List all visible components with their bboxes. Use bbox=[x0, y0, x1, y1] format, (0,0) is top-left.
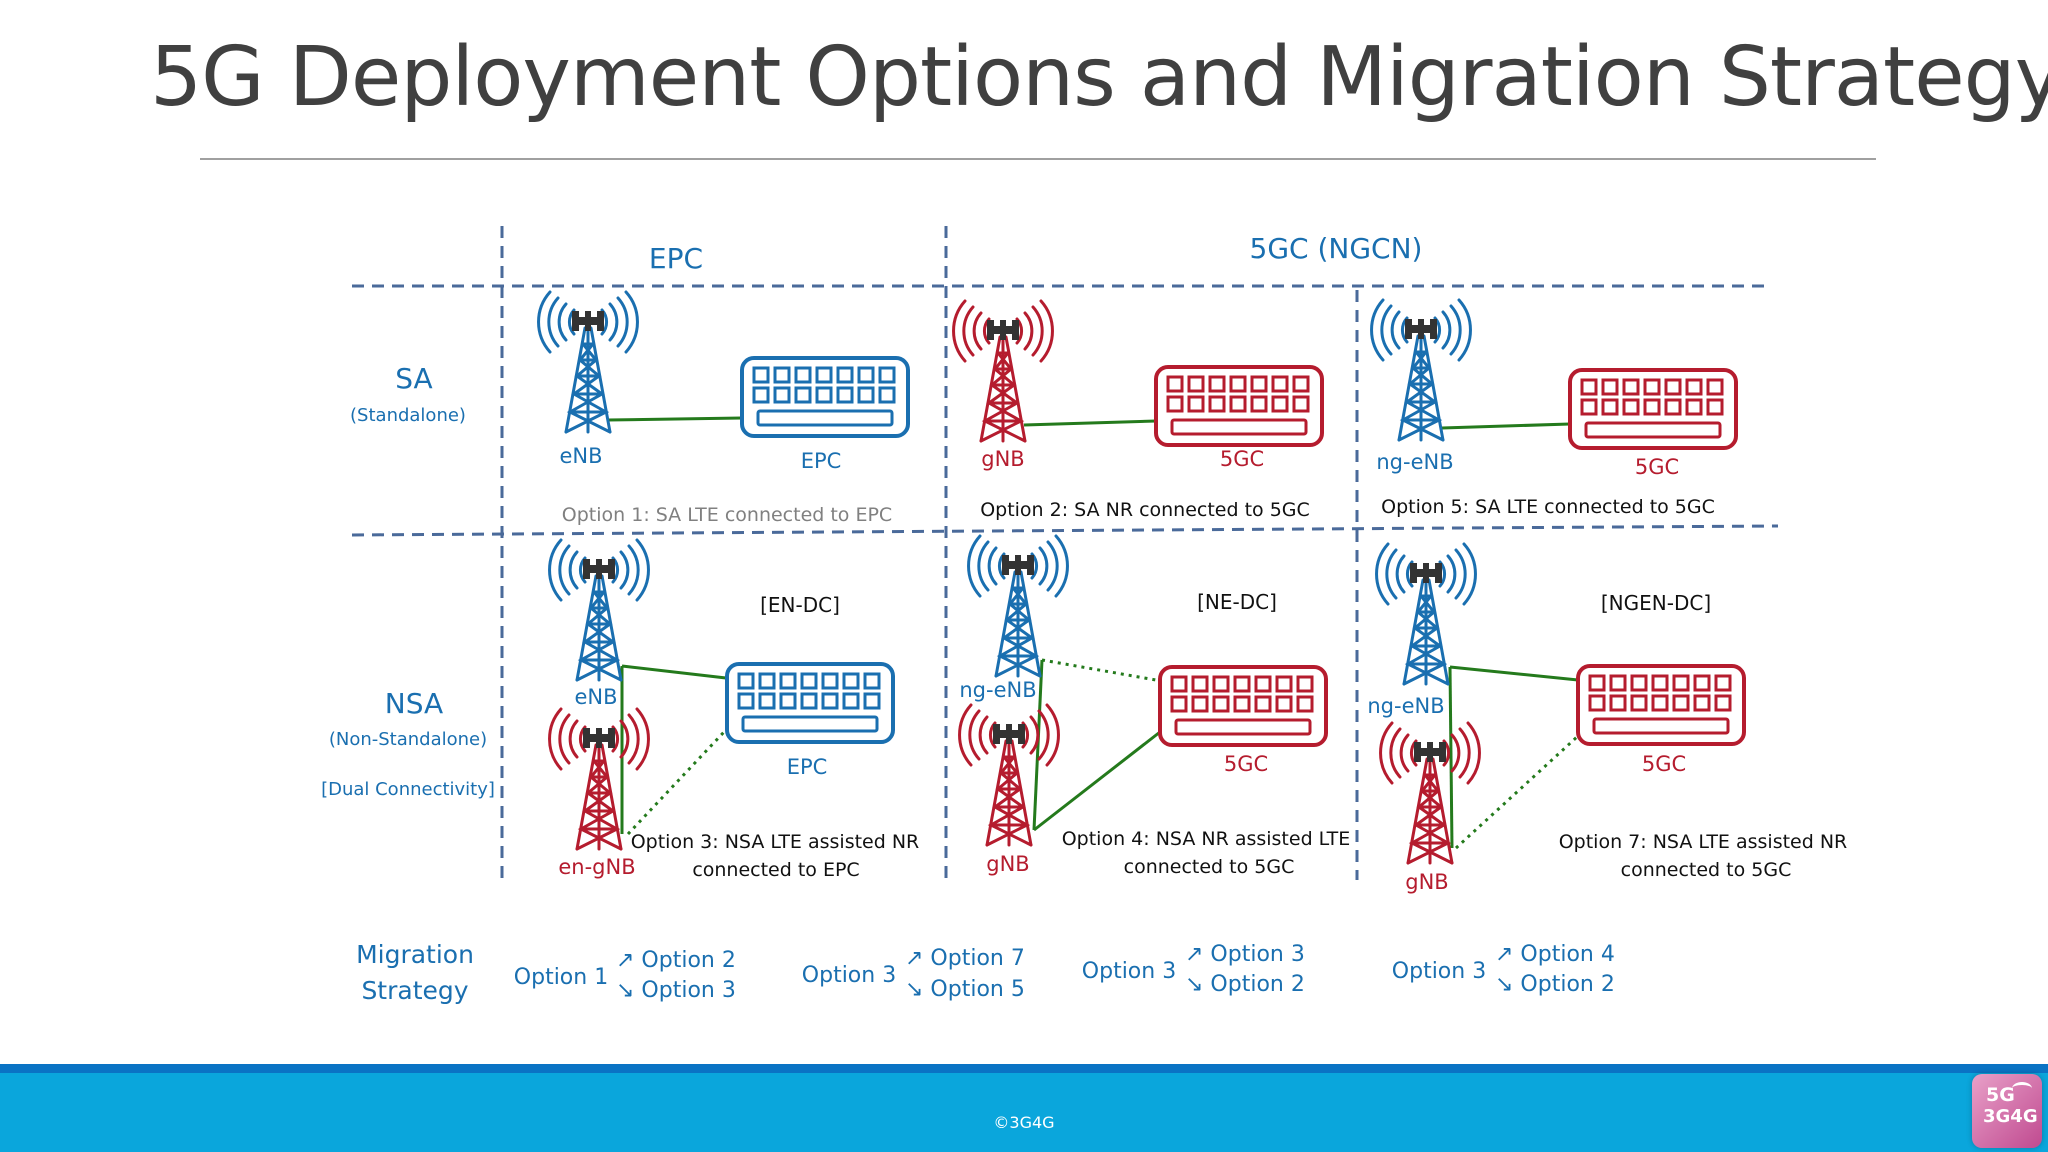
logo-text-3g4g: 3G4G bbox=[1983, 1106, 2038, 1127]
brand-logo-icon: 5G 3G4G bbox=[1972, 1074, 2042, 1148]
core-label: 5GC bbox=[1642, 752, 1686, 776]
option-caption-line1: Option 7: NSA LTE assisted NR bbox=[1559, 831, 1848, 853]
copyright-text: ©3G4G bbox=[993, 1113, 1055, 1132]
logo-text-5g: 5G bbox=[1986, 1084, 2015, 1106]
option-caption-line2: connected to 5GC bbox=[1124, 856, 1295, 878]
signal-swoosh-icon bbox=[2012, 1082, 2032, 1095]
enb-tower-icon bbox=[537, 290, 639, 434]
epc-core-icon bbox=[725, 662, 895, 744]
option-caption-line1: Option 4: NSA NR assisted LTE bbox=[1062, 828, 1351, 850]
ran-label: eNB bbox=[559, 444, 602, 468]
migration-from: Option 1 bbox=[514, 965, 608, 990]
core-label: EPC bbox=[787, 755, 828, 779]
core-label: EPC bbox=[801, 449, 842, 473]
migration-up: ↗ Option 4 bbox=[1495, 942, 1615, 967]
secondary-label: gNB bbox=[1405, 870, 1448, 894]
migration-up: ↗ Option 3 bbox=[1185, 942, 1305, 967]
5gc-core-icon bbox=[1568, 368, 1738, 450]
option-caption: Option 5: SA LTE connected to 5GC bbox=[1381, 496, 1715, 518]
ng-enb-tower-icon bbox=[967, 534, 1069, 678]
option-1-cell: eNB EPC Option 1: SA LTE connected to EP… bbox=[537, 290, 910, 526]
option-caption: Option 2: SA NR connected to 5GC bbox=[980, 499, 1310, 521]
title-divider bbox=[200, 158, 1876, 160]
header-5gc: 5GC (NGCN) bbox=[1250, 232, 1423, 265]
option-4-cell: [NE-DC] ng-eNB gNB 5GC Option 4: NSA NR … bbox=[958, 534, 1351, 878]
core-label: 5GC bbox=[1635, 455, 1679, 479]
deployment-diagram: EPC 5GC (NGCN) SA (Standalone) NSA (Non-… bbox=[321, 226, 1848, 1005]
migration-from: Option 3 bbox=[1392, 959, 1486, 984]
migration-up: ↗ Option 2 bbox=[616, 948, 736, 973]
option-caption-line2: connected to EPC bbox=[692, 859, 859, 881]
footer-bar bbox=[0, 1064, 2048, 1152]
core-label: 5GC bbox=[1220, 447, 1264, 471]
ng-enb-tower-icon bbox=[1370, 298, 1472, 442]
option-caption-line1: Option 3: NSA LTE assisted NR bbox=[631, 831, 920, 853]
row-label-nsa: NSA bbox=[385, 687, 443, 720]
ran-label: gNB bbox=[981, 447, 1024, 471]
grid-dividers bbox=[351, 226, 1779, 886]
enb-tower-icon bbox=[548, 538, 650, 682]
option-caption: Option 1: SA LTE connected to EPC bbox=[562, 504, 892, 526]
5gc-core-icon bbox=[1158, 665, 1328, 747]
migration-label-line2: Strategy bbox=[361, 976, 468, 1005]
migration-from: Option 3 bbox=[802, 963, 896, 988]
row-sublabel-dual-connectivity: [Dual Connectivity] bbox=[321, 779, 495, 800]
option-3-cell: [EN-DC] eNB en-gNB EPC Option 3: NSA LTE… bbox=[548, 538, 920, 881]
migration-label-line1: Migration bbox=[356, 940, 474, 969]
page-title: 5G Deployment Options and Migration Stra… bbox=[150, 30, 2048, 125]
migration-up: ↗ Option 7 bbox=[905, 946, 1025, 971]
header-epc: EPC bbox=[649, 242, 703, 275]
option-2-cell: gNB 5GC Option 2: SA NR connected to 5GC bbox=[952, 299, 1324, 521]
migration-down: ↘ Option 2 bbox=[1185, 972, 1305, 997]
secondary-label: gNB bbox=[986, 852, 1029, 876]
master-label: ng-eNB bbox=[959, 678, 1036, 702]
secondary-label: en-gNB bbox=[558, 855, 635, 879]
ran-label: ng-eNB bbox=[1376, 450, 1453, 474]
dc-mode-label: [NE-DC] bbox=[1197, 590, 1277, 614]
ng-enb-tower-icon bbox=[1375, 542, 1477, 686]
migration-from: Option 3 bbox=[1082, 959, 1176, 984]
row-label-sa: SA bbox=[395, 362, 432, 395]
option-7-cell: [NGEN-DC] ng-eNB gNB 5GC Option 7: NSA L… bbox=[1367, 542, 1848, 894]
5gc-core-icon bbox=[1576, 664, 1746, 746]
master-label: eNB bbox=[574, 685, 617, 709]
migration-down: ↘ Option 2 bbox=[1495, 972, 1615, 997]
dc-mode-label: [EN-DC] bbox=[760, 593, 840, 617]
option-caption-line2: connected to 5GC bbox=[1621, 859, 1792, 881]
migration-down: ↘ Option 3 bbox=[616, 978, 736, 1003]
master-label: ng-eNB bbox=[1367, 694, 1444, 718]
row-sublabel-nsa: (Non-Standalone) bbox=[329, 729, 487, 750]
gnb-tower-icon bbox=[952, 299, 1054, 443]
migration-strategy: Migration Strategy Option 1 ↗ Option 2 ↘… bbox=[356, 940, 1615, 1005]
migration-down: ↘ Option 5 bbox=[905, 977, 1025, 1002]
5gc-core-icon bbox=[1154, 365, 1324, 447]
row-sublabel-sa: (Standalone) bbox=[350, 405, 466, 426]
option-5-cell: ng-eNB 5GC Option 5: SA LTE connected to… bbox=[1370, 298, 1738, 518]
epc-core-icon bbox=[740, 356, 910, 438]
dc-mode-label: [NGEN-DC] bbox=[1601, 591, 1711, 615]
core-label: 5GC bbox=[1224, 752, 1268, 776]
